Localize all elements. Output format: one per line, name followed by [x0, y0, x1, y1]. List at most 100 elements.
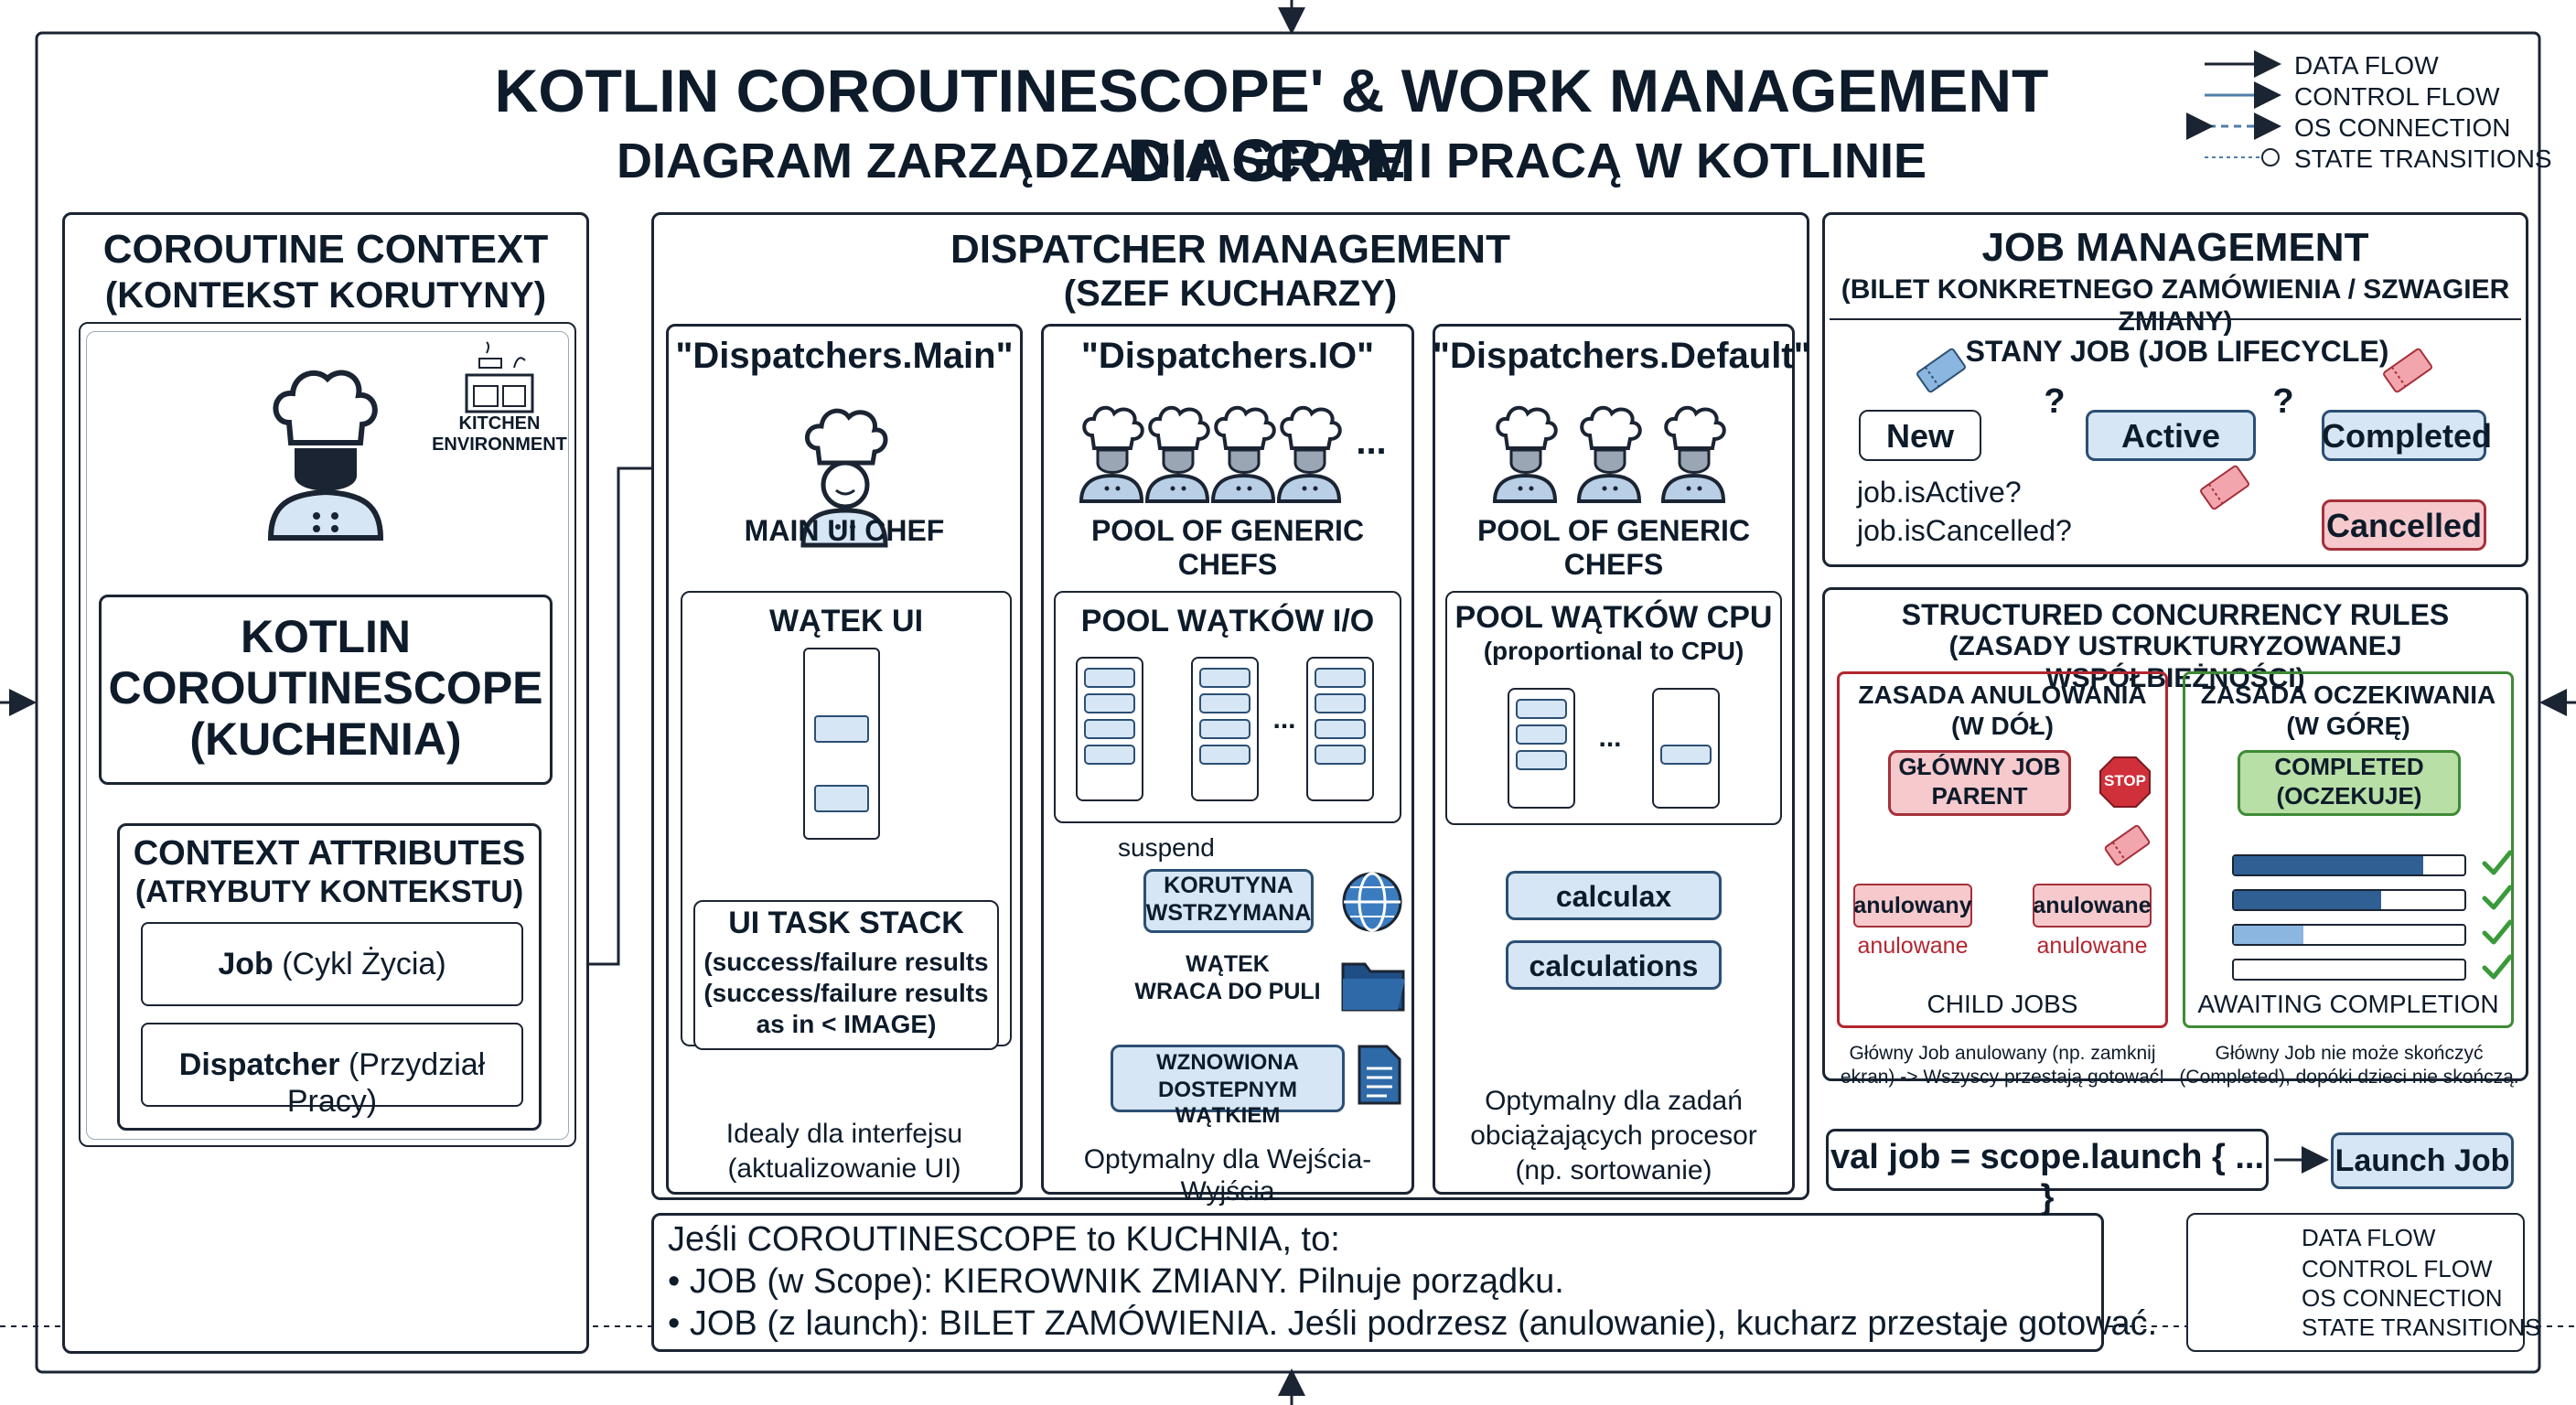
thread-task-block [1199, 719, 1250, 739]
scope-line-2: COROUTINESCOPE [108, 662, 543, 713]
default-caption-2: obciążających procesor [1470, 1121, 1757, 1151]
child-progress-fill [2234, 891, 2382, 909]
calculations-label: calculations [1529, 949, 1699, 982]
await-note-1: Główny Job nie może skończyć [2215, 1043, 2484, 1064]
completed-awaiting-box [2238, 750, 2461, 816]
analogy-line-3: • JOB (z launch): BILET ZAMÓWIENIA. Jeśl… [668, 1304, 2158, 1343]
resumed-line-1: WZNOWIONA [1156, 1050, 1299, 1075]
structured-concurrency-panel [1822, 587, 2528, 1081]
job-attribute[interactable] [141, 922, 523, 1006]
ticket-icon [2383, 348, 2432, 393]
io-pool-label: POOL WĄTKÓW I/O [1080, 604, 1375, 638]
await-rule-box [2183, 671, 2514, 1028]
kitchen-icon [465, 341, 534, 413]
generic-chef-icon [1492, 405, 1558, 503]
thread-column [1652, 688, 1720, 809]
child-progress-bar [2232, 924, 2466, 946]
state-completed-label: Completed [2322, 417, 2493, 455]
child-job-right [2033, 884, 2152, 928]
child-progress-bar [2232, 854, 2466, 876]
ui-task-block [814, 715, 869, 743]
io-caption: Optymalny dla Wejścia-Wyjścia [1083, 1144, 1372, 1207]
cancel-title-2: (W DÓŁ) [1951, 712, 2054, 740]
thread-column [1191, 657, 1259, 801]
child-progress-fill [2234, 856, 2423, 874]
under-right-label: anulowane [2036, 933, 2148, 959]
suspended-line-2: WSTRZYMANA [1145, 900, 1312, 926]
legend-state-transitions: STATE TRANSITIONS [2294, 145, 2552, 173]
await-note-2: (Completed), dopóki dzieci nie skończą. [2179, 1067, 2519, 1088]
chef-icon [267, 370, 384, 541]
ticket-icon [2200, 465, 2249, 510]
dispatcher-attribute[interactable] [141, 1023, 523, 1107]
globe-icon [1342, 872, 1402, 932]
thread-task-block [1084, 693, 1135, 713]
await-box-line-2: (OCZEKUJE) [2276, 782, 2422, 810]
default-chefs-label: POOL OF GENERIC CHEFS [1476, 514, 1751, 581]
context-subtitle: (KONTEKST KORUTYNY) [104, 275, 547, 316]
generic-chef-icon [1276, 405, 1342, 503]
stack-title: UI TASK STACK [728, 906, 964, 940]
child-left-label: anulowany [1853, 893, 1972, 918]
dispatcher-title: DISPATCHER MANAGEMENT [950, 227, 1510, 272]
cpu-pool-box [1445, 591, 1782, 825]
cancel-title-1: ZASADA ANULOWANIA [1858, 681, 2147, 709]
thread-task-block [1315, 693, 1366, 713]
job-subtitle: (BILET KONKRETNEGO ZAMÓWIENIA / SZWAGIER… [1841, 274, 2510, 337]
child-job-left [1853, 884, 1972, 928]
ui-task-block [814, 785, 869, 812]
analogy-line-1: Jeśli COROUTINESCOPE to KUCHNIA, to: [668, 1220, 1340, 1259]
awaiting-completion-label: AWAITING COMPLETION [2197, 990, 2499, 1018]
ticket-icon [1916, 348, 1966, 393]
legend-data-flow: DATA FLOW [2294, 51, 2439, 80]
scope-line-1: KOTLIN [240, 611, 412, 662]
thread-task-block [1516, 750, 1567, 770]
is-cancelled-check: job.isCancelled? [1857, 514, 2072, 547]
main-chef-label: MAIN UI CHEF [744, 514, 945, 547]
cancel-rule-box [1837, 671, 2168, 1028]
thread-column [1508, 688, 1575, 809]
korutyna-wstrzymana-box [1143, 869, 1314, 933]
wznowiona-box [1111, 1045, 1345, 1112]
thread-task-block [1199, 668, 1250, 688]
thread-task-block [1516, 724, 1567, 745]
launch-job-button[interactable] [2331, 1132, 2514, 1189]
ui-task-stack-box [693, 900, 999, 1050]
stack-line-1: (success/failure results [703, 948, 989, 976]
generic-chef-icon [1210, 405, 1276, 503]
thread-task-block [1315, 719, 1366, 739]
is-active-check: job.isActive? [1857, 476, 2022, 509]
cpu-pool-sub: (proportional to CPU) [1483, 637, 1744, 665]
calculations-button[interactable] [1506, 940, 1722, 990]
generic-chef-icon [1079, 405, 1144, 503]
calculax-button[interactable] [1506, 871, 1722, 920]
diagram-title: KOTLIN COROUTINESCOPE' & WORK MANAGEMENT… [494, 57, 2049, 194]
dispatcher-attribute-label: Dispatcher (Przydział Pracy) [178, 1047, 486, 1120]
state-cancelled [2322, 499, 2486, 551]
thread-task-block [1084, 745, 1135, 765]
child-right-label: anulowane [2033, 893, 2152, 918]
state-new [1859, 410, 1981, 461]
check-icon [2482, 885, 2513, 910]
state-active-label: Active [2120, 417, 2221, 455]
thread-task-block [1516, 699, 1567, 719]
thread-column [1306, 657, 1374, 801]
parent-line-2: PARENT [1931, 782, 2028, 810]
main-caption-1: Idealy dla interfejsu [725, 1119, 963, 1149]
io-chefs-label: POOL OF GENERIC CHEFS [1090, 514, 1365, 581]
diagram-subtitle: DIAGRAM ZARZĄDZANIA SCOPE I PRACĄ W KOTL… [617, 134, 1927, 188]
ui-thread-label: WĄTEK UI [768, 604, 924, 638]
legend-bottom-data-flow: DATA FLOW [2302, 1224, 2436, 1251]
legend-bottom-state-transitions: STATE TRANSITIONS [2302, 1314, 2541, 1341]
main-chef-icon [800, 408, 888, 548]
check-icon [2482, 954, 2513, 980]
job-title: JOB MANAGEMENT [1981, 225, 2369, 270]
child-progress-bar [2232, 959, 2466, 981]
coroutinescope-box [99, 595, 553, 785]
thread-task-block [1199, 745, 1250, 765]
dispatcher-subtitle: (SZEF KUCHARZY) [1063, 273, 1398, 314]
document-icon [1358, 1045, 1401, 1105]
state-completed [2322, 410, 2486, 461]
stack-line-2: (success/failure results [703, 979, 989, 1007]
parent-job-box [1888, 750, 2071, 816]
